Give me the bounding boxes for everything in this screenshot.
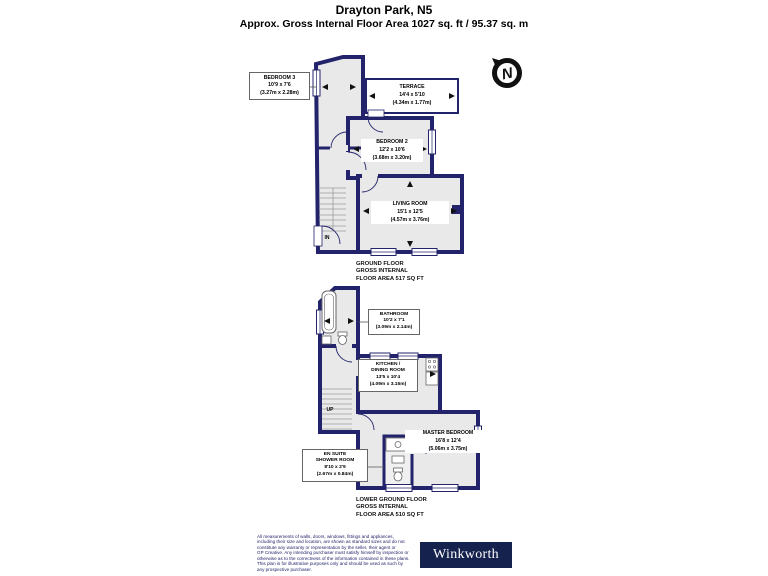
room-dims-imperial: 10'2 x 7'1 [383, 318, 405, 324]
compass-ring [492, 58, 522, 88]
room-dims-imperial: 12'2 x 10'6 [379, 146, 405, 153]
room-dims-imperial: 16'8 x 12'4 [435, 437, 461, 444]
door-arc-bathroom [335, 345, 353, 363]
door-arc-master [357, 413, 375, 431]
compass-n-label: N [500, 64, 515, 83]
disclaimer-line: constitute any warranty or representatio… [257, 544, 396, 550]
room-name: LIVING ROOM [392, 201, 428, 207]
winkworth-logo-text: Winkworth [433, 547, 499, 562]
lower-ground-floor-area-label: LOWER GROUND FLOOR GROSS INTERNAL FLOOR … [356, 497, 427, 519]
room-label-bedroom3: BEDROOM 3 10'9 x 7'6 (3.27m x 2.28m) [249, 72, 310, 101]
room-dims-metric: (3.27m x 2.28m) [260, 90, 299, 97]
in-label: IN [325, 235, 330, 241]
door-arc-bedroom3 [330, 131, 348, 149]
room-dims-metric: (4.57m x 3.76m) [390, 216, 430, 223]
room-label-kitchen-dining: KITCHEN / DINING ROOM 13'5 x 10'4 (4.09m… [358, 359, 418, 392]
toilet-icon [338, 335, 347, 345]
compass-pointer [492, 58, 500, 66]
room-dims-metric: (5.06m x 3.75m) [428, 445, 468, 452]
room-dims-metric: (3.09m x 2.14m) [375, 325, 413, 331]
ground-floor-area-label: GROUND FLOOR GROSS INTERNAL FLOOR AREA 5… [356, 261, 424, 283]
ensuite-sink-icon [391, 455, 405, 464]
floor-gross-internal: GROSS INTERNAL [356, 268, 408, 275]
room-label-master-bedroom: MASTER BEDROOM 16'8 x 12'4 (5.06m x 3.75… [405, 430, 491, 454]
door-gap-terrace [367, 109, 385, 118]
bathtub-icon [321, 290, 337, 334]
up-label: UP [327, 407, 335, 413]
hob-icon [425, 357, 439, 372]
room-name-line1: EN SUITE [323, 451, 347, 457]
room-dims-imperial: 15'1 x 12'5 [397, 208, 423, 215]
entrance-door-gap [313, 225, 323, 247]
disclaimer-text: All measurements of walls, doors, window… [257, 534, 420, 572]
north-compass-icon: N [492, 58, 522, 88]
room-dims-imperial: 10'9 x 7'6 [268, 82, 291, 89]
page-title: Drayton Park, N5 [335, 3, 433, 17]
room-name-line2: DINING ROOM [371, 368, 405, 374]
room-dims-imperial: 8'10 x 2'9 [324, 465, 346, 471]
room-label-en-suite: EN SUITE SHOWER ROOM 8'10 x 2'9 (2.67m x… [302, 449, 368, 482]
windows-ground [312, 69, 438, 256]
floor-name: GROUND FLOOR [356, 261, 404, 267]
ensuite-cistern-icon [393, 467, 403, 473]
room-dims-metric: (4.09m x 3.15m) [369, 382, 407, 388]
disclaimer-line: otherwise as to the correctness of the i… [257, 555, 410, 561]
room-dims-metric: (2.67m x 0.84m) [316, 472, 354, 478]
floor-name: LOWER GROUND FLOOR [356, 497, 427, 503]
winkworth-logo: Winkworth [420, 542, 512, 568]
ground-floor-plan: IN [308, 55, 464, 256]
door-arc-living [361, 175, 379, 193]
door-gap [362, 173, 378, 179]
room-name-line2: SHOWER ROOM [315, 458, 355, 464]
room-dims-metric: (4.34m x 1.77m) [392, 99, 432, 106]
ensuite-toilet-icon [393, 471, 403, 482]
disclaimer-line: This plan is for illustrative purposes o… [257, 561, 404, 567]
room-dims-imperial: 13'5 x 10'4 [375, 375, 401, 381]
floor-area-value: FLOOR AREA 517 SQ FT [356, 275, 424, 282]
disclaimer-line: any prospective purchaser. [257, 566, 312, 572]
floor-area-value: FLOOR AREA 510 SQ FT [356, 511, 424, 518]
room-label-living-room: LIVING ROOM 15'1 x 12'5 (4.57m x 3.76m) [371, 201, 449, 225]
sink-icon [321, 335, 332, 345]
room-name: BEDROOM 3 [263, 74, 296, 81]
bathroom-fixtures [321, 290, 348, 345]
floor-gross-internal: GROSS INTERNAL [356, 504, 408, 511]
disclaimer-line: including their size and location, are s… [257, 539, 405, 545]
stairs-lower-icon [322, 388, 352, 430]
room-dims-metric: (3.68m x 3.20m) [372, 154, 412, 161]
room-dims-imperial: 14'4 x 5'10 [399, 91, 425, 98]
wall-notch [452, 205, 460, 214]
room-label-bathroom: BATHROOM 10'2 x 7'1 (3.09m x 2.14m) [368, 309, 420, 335]
shower-drain-icon [394, 441, 402, 448]
page-subtitle: Approx. Gross Internal Floor Area 1027 s… [239, 18, 529, 30]
room-label-terrace: TERRACE 14'4 x 5'10 (4.34m x 1.77m) [368, 84, 456, 107]
disclaimer-line: All measurements of walls, doors, window… [257, 534, 394, 539]
room-name: BATHROOM [379, 311, 409, 317]
disclaimer-line: GP Creative. Any intending purchaser mus… [257, 550, 409, 556]
door-gap [355, 414, 361, 430]
room-name: MASTER BEDROOM [422, 430, 474, 436]
entrance-door-arc [321, 225, 341, 245]
room-label-bedroom2: BEDROOM 2 12'2 x 10'6 (3.68m x 3.20m) [361, 139, 423, 163]
room-name: BEDROOM 2 [376, 139, 408, 145]
stairs-ground-icon [319, 187, 346, 232]
room-terrace [365, 78, 459, 114]
doors-ground [313, 109, 385, 247]
room-name: TERRACE [399, 84, 425, 90]
room-name-line1: KITCHEN / [375, 361, 401, 367]
door-gap [330, 145, 348, 151]
door-gap [336, 343, 352, 349]
door-gap [345, 152, 351, 170]
door-arc-terrace [367, 116, 384, 133]
ensuite-fixtures [385, 437, 411, 482]
door-arc-bedroom2 [347, 151, 367, 171]
